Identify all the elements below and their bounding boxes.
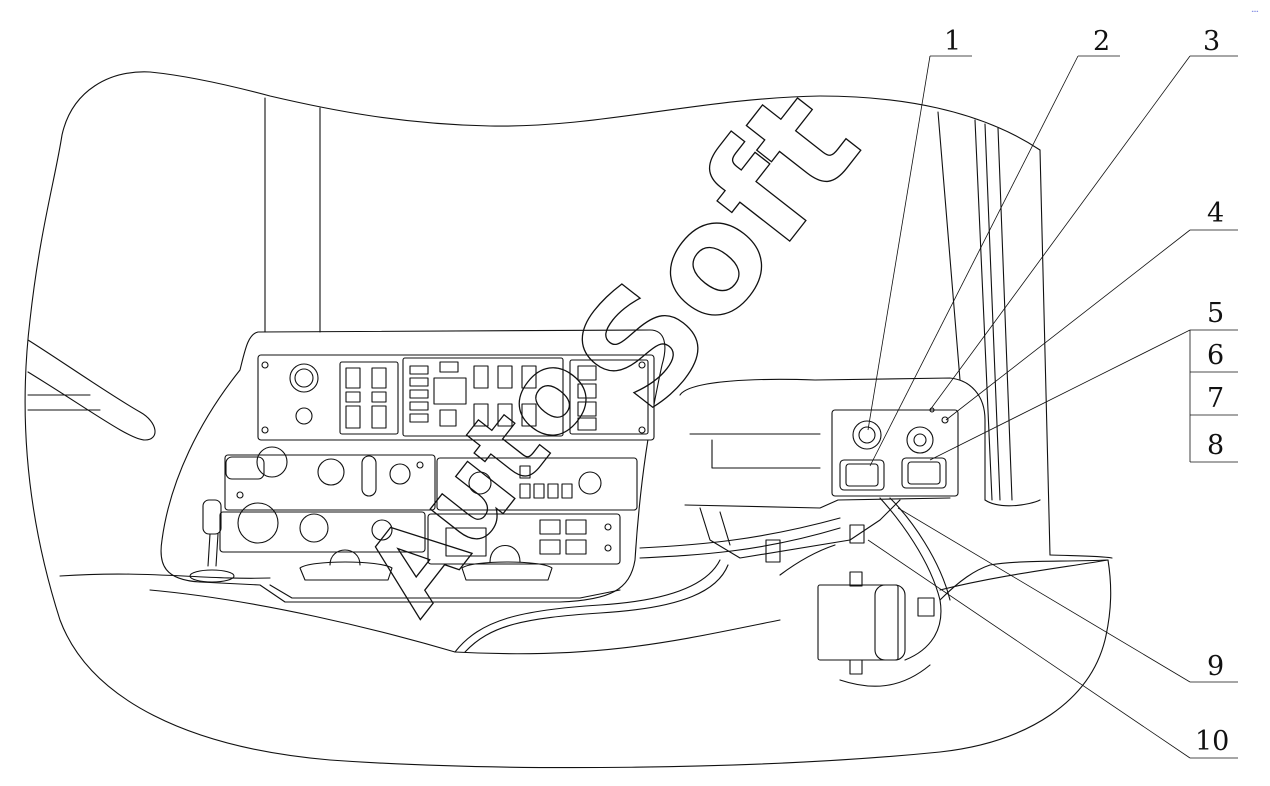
callout-8: 8 [1207,430,1224,461]
floor-line-right2 [939,559,1109,591]
seat-rails [27,394,101,411]
floor-line-right [1049,554,1113,559]
upper-outline [149,71,1041,151]
upper-switch-panel [257,354,655,441]
logo-mark-icon: ᠁ [1250,8,1259,16]
frame-line-a [937,111,961,381]
callout-6: 6 [1207,340,1224,371]
frame-line-b [974,119,993,501]
gear-lever-boot [189,569,235,583]
cable-c [454,559,721,653]
relay-module [817,584,899,661]
cutaway-outline [24,71,1112,769]
frame-line-c [984,123,1001,501]
mounting-bracket [684,497,951,509]
callout-9: 9 [1207,651,1224,682]
cabinet-top [679,377,986,501]
callout-2: 2 [1093,26,1110,57]
connector-panel [831,409,959,497]
callout-leaders [867,55,1238,759]
callout-4: 4 [1207,198,1224,229]
frame-base [984,499,1041,507]
callout-1: 1 [944,26,961,57]
cable-clamp [765,539,781,563]
seat-lever [27,339,156,441]
cable-a [639,517,841,549]
callout-3: 3 [1203,26,1220,57]
lower-right-block [427,513,621,565]
console-body [160,329,666,603]
callout-10: 10 [1195,726,1229,757]
left-joystick-base [299,561,393,581]
callout-5: 5 [1207,298,1224,329]
floor-line-left [59,573,271,579]
callout-7: 7 [1207,383,1224,414]
frame-line-e [1039,149,1051,556]
frame-line-d [997,127,1013,501]
right-joystick-base [461,561,553,581]
gear-lever-knob [202,499,222,535]
left-control-block [224,454,436,511]
